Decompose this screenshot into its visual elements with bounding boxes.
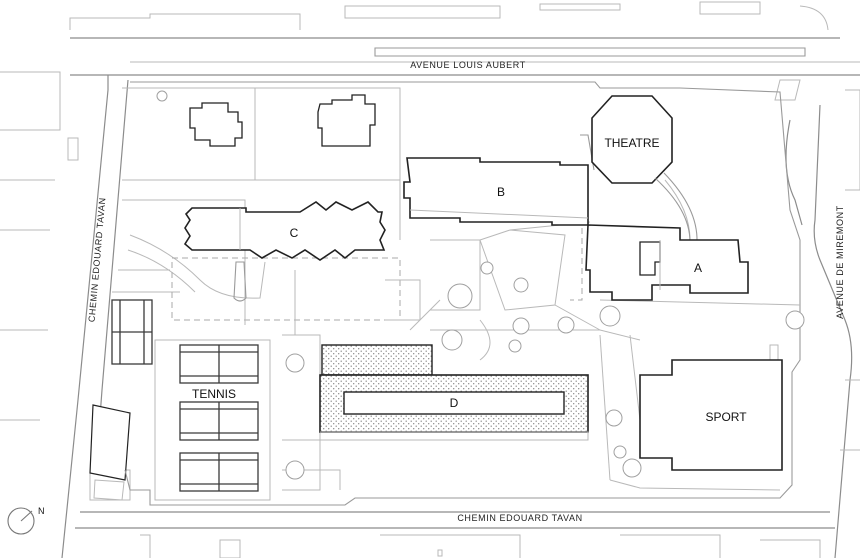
villa-north-east [317, 94, 376, 147]
label-theatre: THEATRE [604, 136, 659, 150]
context-east [774, 79, 860, 558]
villa-north-west [189, 102, 243, 147]
street-label-south: CHEMIN EDOUARD TAVAN [457, 513, 582, 523]
building-sport [639, 359, 783, 471]
building-c [183, 201, 386, 302]
building-d [319, 344, 589, 441]
context-south [75, 511, 835, 558]
north-arrow: N [7, 506, 45, 535]
street-label-west: CHEMIN EDOUARD TAVAN [87, 197, 108, 323]
building-a [585, 224, 749, 301]
tennis-courts [111, 299, 271, 501]
street-label-east: AVENUE DE MIREMONT [835, 205, 845, 319]
building-b [403, 157, 589, 226]
context-north [69, 1, 860, 76]
label-tennis: TENNIS [192, 387, 236, 401]
trees [156, 90, 805, 480]
building-theatre [591, 95, 698, 243]
label-building-d: D [450, 396, 459, 410]
label-building-b: B [497, 185, 505, 199]
label-building-c: C [290, 226, 299, 240]
street-label-north: AVENUE LOUIS AUBERT [410, 60, 526, 70]
north-arrow-letter: N [38, 506, 45, 516]
label-sport: SPORT [705, 410, 747, 424]
context-west [0, 71, 131, 558]
label-building-a: A [694, 261, 702, 275]
